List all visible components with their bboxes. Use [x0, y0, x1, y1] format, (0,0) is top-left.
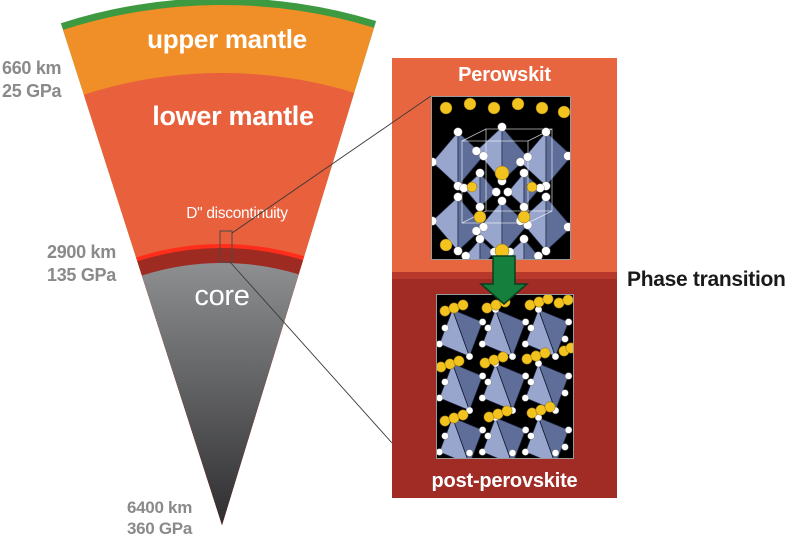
depth-value: 660 km	[2, 58, 62, 78]
depth-value: 6400 km	[127, 498, 193, 517]
upper-mantle-label: upper mantle	[147, 24, 307, 54]
yellow-atoms	[437, 295, 573, 427]
octahedra	[432, 126, 570, 259]
depth-marker-2900km: 2900 km 135 GPa	[47, 241, 116, 287]
phase-transition-label: Phase transition	[627, 268, 786, 291]
octahedra	[438, 308, 570, 458]
pressure-value: 135 GPa	[47, 265, 116, 285]
yellow-atoms	[439, 97, 570, 259]
depth-value: 2900 km	[47, 242, 116, 262]
postperovskite-title: post-perovskite	[431, 470, 578, 492]
depth-marker-6400km: 6400 km 360 GPa	[127, 497, 192, 539]
discontinuity-label: D" discontinuity	[186, 205, 288, 222]
postperovskite-crystal-drawing	[437, 295, 573, 458]
pressure-value: 25 GPa	[2, 81, 62, 101]
depth-marker-660km: 660 km 25 GPa	[2, 57, 62, 103]
perovskite-structure-image	[431, 96, 571, 260]
perovskite-title: Perowskit	[458, 64, 551, 86]
postperovskite-structure-image	[436, 294, 574, 459]
phase-transition-panel: Perowskit	[392, 58, 617, 498]
perovskite-crystal-drawing	[432, 97, 570, 259]
core-label: core	[194, 280, 250, 312]
pressure-value: 360 GPa	[127, 519, 193, 538]
lower-mantle-label: lower mantle	[152, 101, 314, 131]
down-arrow-icon	[478, 255, 530, 305]
